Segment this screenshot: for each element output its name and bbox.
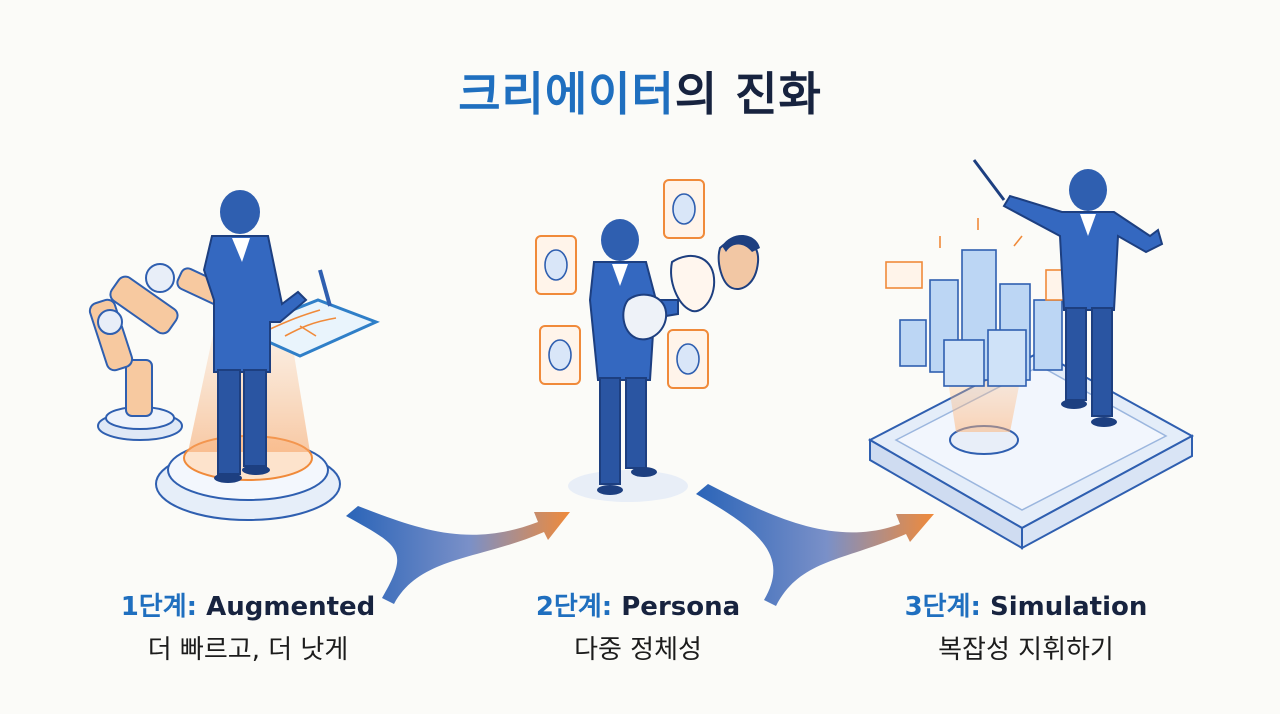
stage2-scene: [535, 179, 760, 502]
face-mask-icon: [670, 234, 760, 313]
creator-figure-3: [972, 159, 1164, 427]
title-highlight: 크리에이터: [458, 67, 675, 121]
stage-description: 더 빠르고, 더 낫게: [147, 635, 349, 665]
creator-figure-2: [588, 219, 679, 495]
baton-icon: [972, 159, 1006, 201]
stage-name: Persona: [621, 592, 741, 622]
stage-heading: 3단계: Simulation: [866, 586, 1186, 623]
stage1-scene: [88, 190, 380, 521]
stage-name: Simulation: [989, 592, 1148, 622]
stage-heading: 2단계: Persona: [478, 586, 798, 623]
stage3-scene: [867, 159, 1195, 550]
city-model-icon: [899, 249, 1063, 387]
stage-description: 복잡성 지휘하기: [938, 635, 1114, 665]
stage-step: 1단계:: [120, 592, 198, 622]
page-title: 크리에이터의 진화: [0, 58, 1280, 124]
progress-arrow-1: [346, 506, 570, 604]
stage2-shadow: [568, 470, 688, 502]
title-rest: 의 진화: [674, 67, 822, 121]
progress-arrow-2: [696, 484, 934, 606]
stage-name: Augmented: [206, 592, 376, 622]
stage-1-label: 1단계: Augmented 더 빠르고, 더 낫게: [88, 586, 408, 666]
stage-3-label: 3단계: Simulation 복잡성 지휘하기: [866, 586, 1186, 666]
creator-figure-1: [202, 190, 308, 483]
stage-step: 3단계:: [904, 592, 981, 622]
stage-step: 2단계:: [535, 592, 613, 622]
stage-description: 다중 정체성: [574, 635, 702, 665]
stage-2-label: 2단계: Persona 다중 정체성: [478, 586, 798, 666]
stage-heading: 1단계: Augmented: [88, 586, 408, 623]
